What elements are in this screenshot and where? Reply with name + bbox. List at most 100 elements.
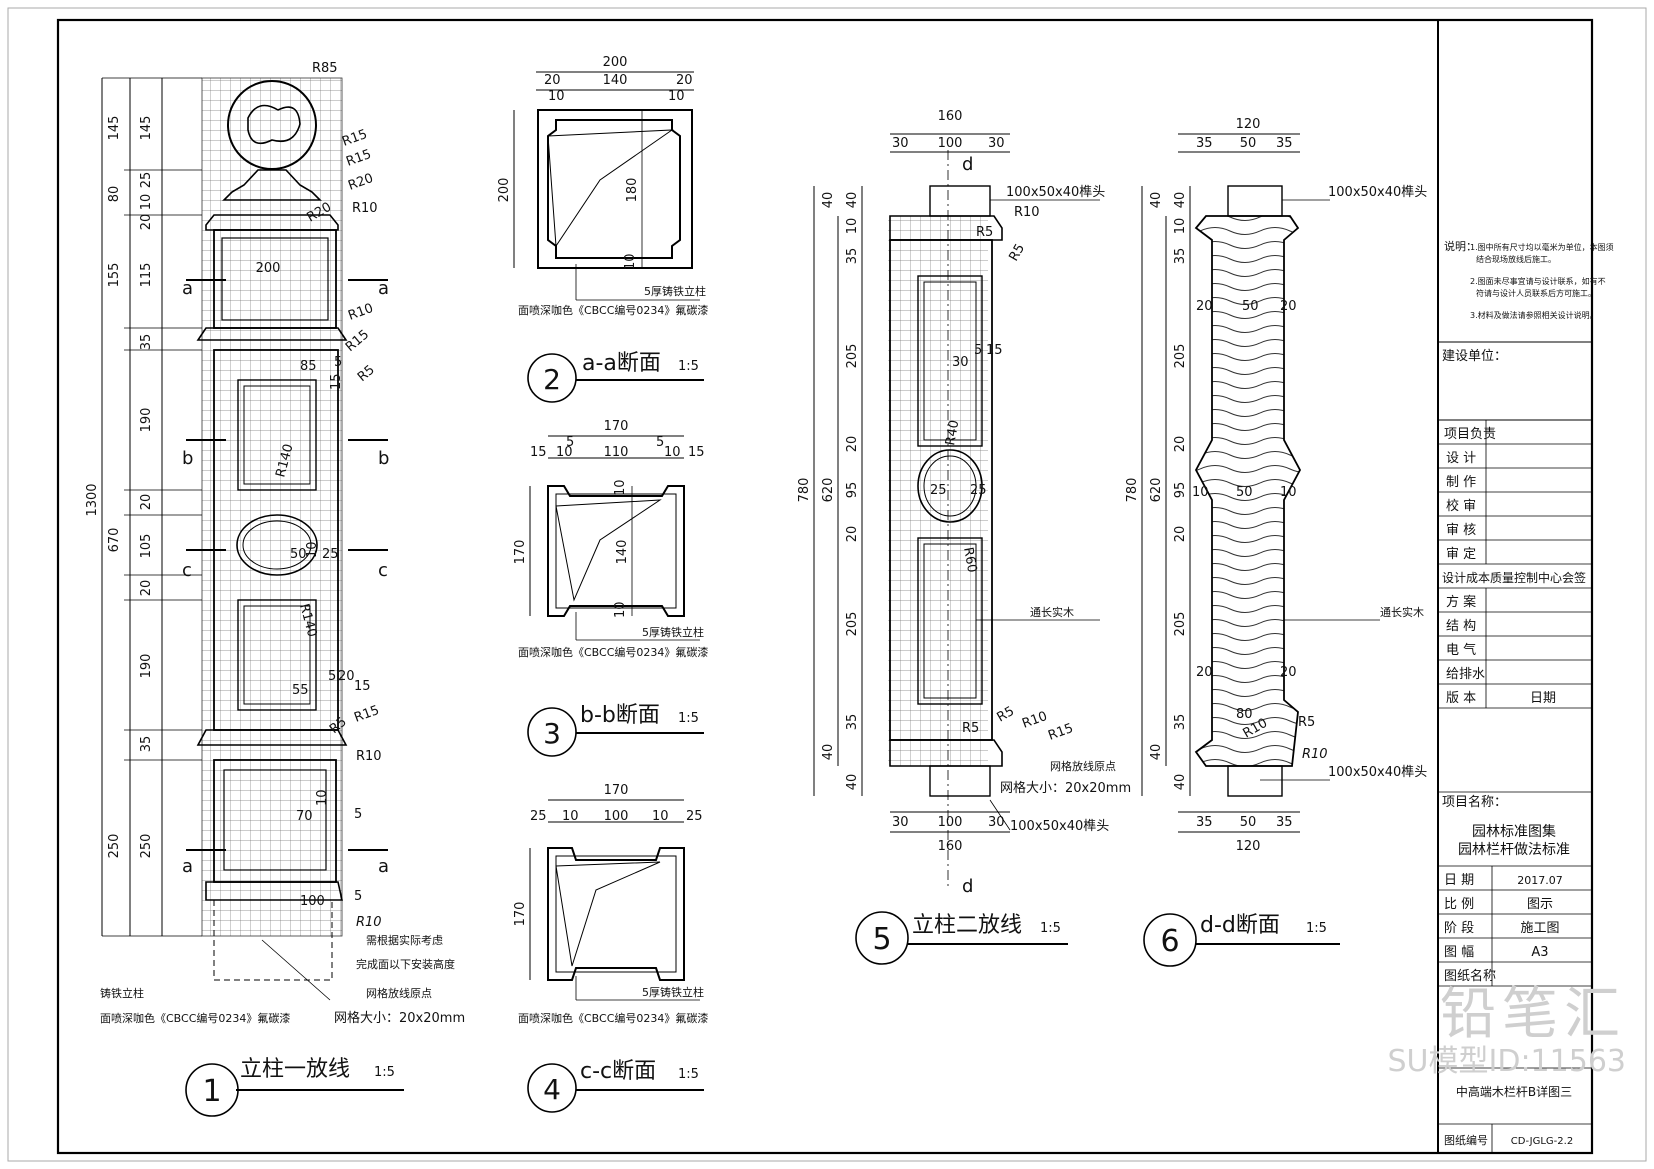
d5-dim: 30 [892,136,909,151]
d1-title: 立柱一放线 [240,1057,350,1082]
tb-row-label: 校 审 [1446,498,1476,514]
d1-inner-dim: 85 [300,359,317,374]
d1-inner-dim: 5 [328,669,336,684]
d2-dim: 20 [676,73,693,88]
tb-sheet-name: 中高端木栏杆B详图三 [1456,1084,1572,1099]
tb-date: 2017.07 [1517,874,1563,887]
d5-radius: R5 [995,704,1017,726]
d5-note: 通长实木 [1030,605,1074,619]
d1-inner-dim: 200 [256,261,281,276]
d2-scale: 1:5 [678,359,699,374]
d5-title-number-circle [855,911,909,965]
d3-dim: 10 [613,479,628,496]
tb-build-unit: 建设单位： [1442,349,1507,364]
d4-dim: 100 [604,809,629,824]
d5-dim: 40 [821,192,836,209]
d3-profile [547,485,685,617]
d2-dim: 140 [603,73,628,88]
d6-dim: 205 [1173,612,1188,637]
d4-dim: 10 [652,809,669,824]
d5-radius: R40 [943,419,962,447]
d6-dim: 35 [1196,815,1213,830]
d6-dim: 50 [1236,485,1253,500]
d5-grid [888,216,988,766]
watermark-id: SU模型ID:11563 [1387,1044,1627,1079]
d6-dim: 35 [1276,136,1293,151]
d1-inner-dim: 15 [354,679,371,694]
d1-title-number: 1 [202,1074,221,1109]
d3-dim: 140 [615,540,630,565]
d1-radius: R20 [346,171,375,194]
d1-cut-label: c [182,560,192,581]
d1-scale: 1:5 [374,1065,395,1080]
d4-dim: 170 [604,783,629,798]
detail-1-post-layout: 145 145 80 25 10 20 155 115 35 190 20 10… [85,61,465,1117]
d6-title-number: 6 [1160,924,1179,959]
d1-dim: 250 [107,834,122,859]
d6-dim: 620 [1149,478,1164,503]
detail-4-section-cc: 170 25 10 100 10 25 170 5厚铸铁立柱 面喷深咖色《CBC… [513,783,708,1113]
tb-project-line: 园林栏杆做法标准 [1458,842,1570,858]
tb-note: 结合现场放线后施工。 [1476,254,1556,264]
d5-radius: R10 [1014,205,1040,220]
d1-inner-dim: 50 [290,547,307,562]
d6-dim: 35 [1173,714,1188,731]
d1-dim: 25 [139,172,154,189]
d6-dim: 50 [1240,815,1257,830]
d1-dim: 35 [139,334,154,351]
d1-inner-dim: 5 [354,889,362,904]
tb-date-label: 日 期 [1444,873,1474,888]
tb-note: 符请与设计人员联系后方可施工。 [1476,288,1596,298]
d5-dim: 30 [952,355,969,370]
d3-dim: 10 [664,445,681,460]
d1-inner-dim: 5 [334,355,342,370]
d3-note: 面喷深咖色《CBCC编号0234》氟碳漆 [518,645,708,659]
d2-dim: 10 [548,89,565,104]
d1-inner-dim: 25 [322,547,339,562]
d5-dim: 15 [986,343,1003,358]
d1-grid [202,78,342,936]
d6-dim: 50 [1240,136,1257,151]
d5-note: 100x50x40榫头 [1010,819,1109,834]
d1-note: 网格放线原点 [366,986,432,1000]
d6-dim: 35 [1276,815,1293,830]
d1-inner-dim: 55 [292,683,309,698]
d5-scale: 1:5 [1040,921,1061,936]
d6-dim: 20 [1196,665,1213,680]
d1-cut-label: b [378,448,389,469]
d2-dim: 10 [668,89,685,104]
tb-no-label: 图纸编号 [1444,1133,1488,1147]
d1-note: 铸铁立柱 [100,986,144,1000]
d1-radius: R15 [343,327,372,355]
d6-dim: 205 [1173,344,1188,369]
d1-note: 面喷深咖色《CBCC编号0234》氟碳漆 [100,1011,290,1025]
d6-dim: 50 [1242,299,1259,314]
d6-dim: 780 [1125,478,1140,503]
d6-scale: 1:5 [1306,921,1327,936]
d5-note: 100x50x40榫头 [1006,185,1105,200]
d1-dim: 145 [139,116,154,141]
d6-dim: 35 [1173,248,1188,265]
tb-stage-label: 阶 段 [1444,921,1474,936]
tb-project-line: 园林标准图集 [1472,823,1556,840]
d1-radius: R85 [312,61,338,76]
d2-title-number: 2 [543,363,561,396]
d1-inner-dim: 70 [296,809,313,824]
d5-dim: 100 [938,136,963,151]
title-block: 说明： 1.图中所有尺寸均以毫米为单位，本图须 结合现场放线后施工。 2.图面未… [1437,20,1614,1153]
tb-project-label: 项目名称： [1442,794,1507,810]
d3-dim: 15 [688,445,705,460]
d5-cut-label: d [962,876,973,897]
d6-wood-profile [1194,215,1302,767]
d2-dim: 200 [603,55,628,70]
d5-radius: R5 [962,721,979,736]
d5-dim: 205 [845,344,860,369]
d3-note: 5厚铸铁立柱 [642,625,704,639]
d1-dim: 35 [139,736,154,753]
d1-ball-top [227,80,317,170]
detail-2-section-aa: 200 20 140 20 10 10 200 180 10 5厚铸铁立柱 面喷… [497,55,708,403]
d2-dim: 180 [625,178,640,203]
tb-sheet-no: CD-JGLG-2.2 [1511,1136,1573,1147]
d3-dim: 170 [604,419,629,434]
